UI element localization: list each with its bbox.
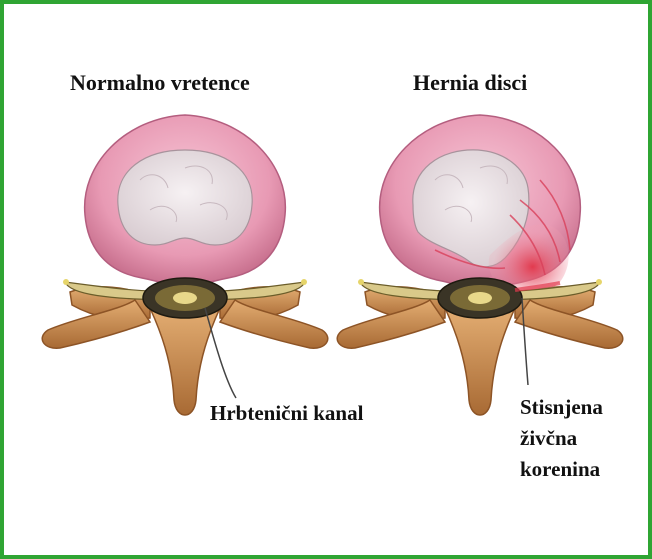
title-hernia-disci: Hernia disci bbox=[413, 70, 527, 96]
label-compressed-nerve-root-line2: živčna bbox=[520, 423, 603, 454]
normal-disc bbox=[85, 115, 286, 286]
normal-vertebra bbox=[42, 115, 328, 415]
title-normal-vertebra: Normalno vretence bbox=[70, 70, 250, 96]
label-compressed-nerve-root-line1: Stisnjena bbox=[520, 392, 603, 423]
herniated-vertebra bbox=[337, 115, 623, 415]
label-compressed-nerve-root-line3: korenina bbox=[520, 454, 603, 485]
label-spinal-canal: Hrbtenični kanal bbox=[210, 398, 363, 429]
normal-nucleus bbox=[118, 150, 252, 245]
label-compressed-nerve-root: Stisnjena živčna korenina bbox=[520, 392, 603, 485]
herniated-disc bbox=[380, 115, 581, 295]
